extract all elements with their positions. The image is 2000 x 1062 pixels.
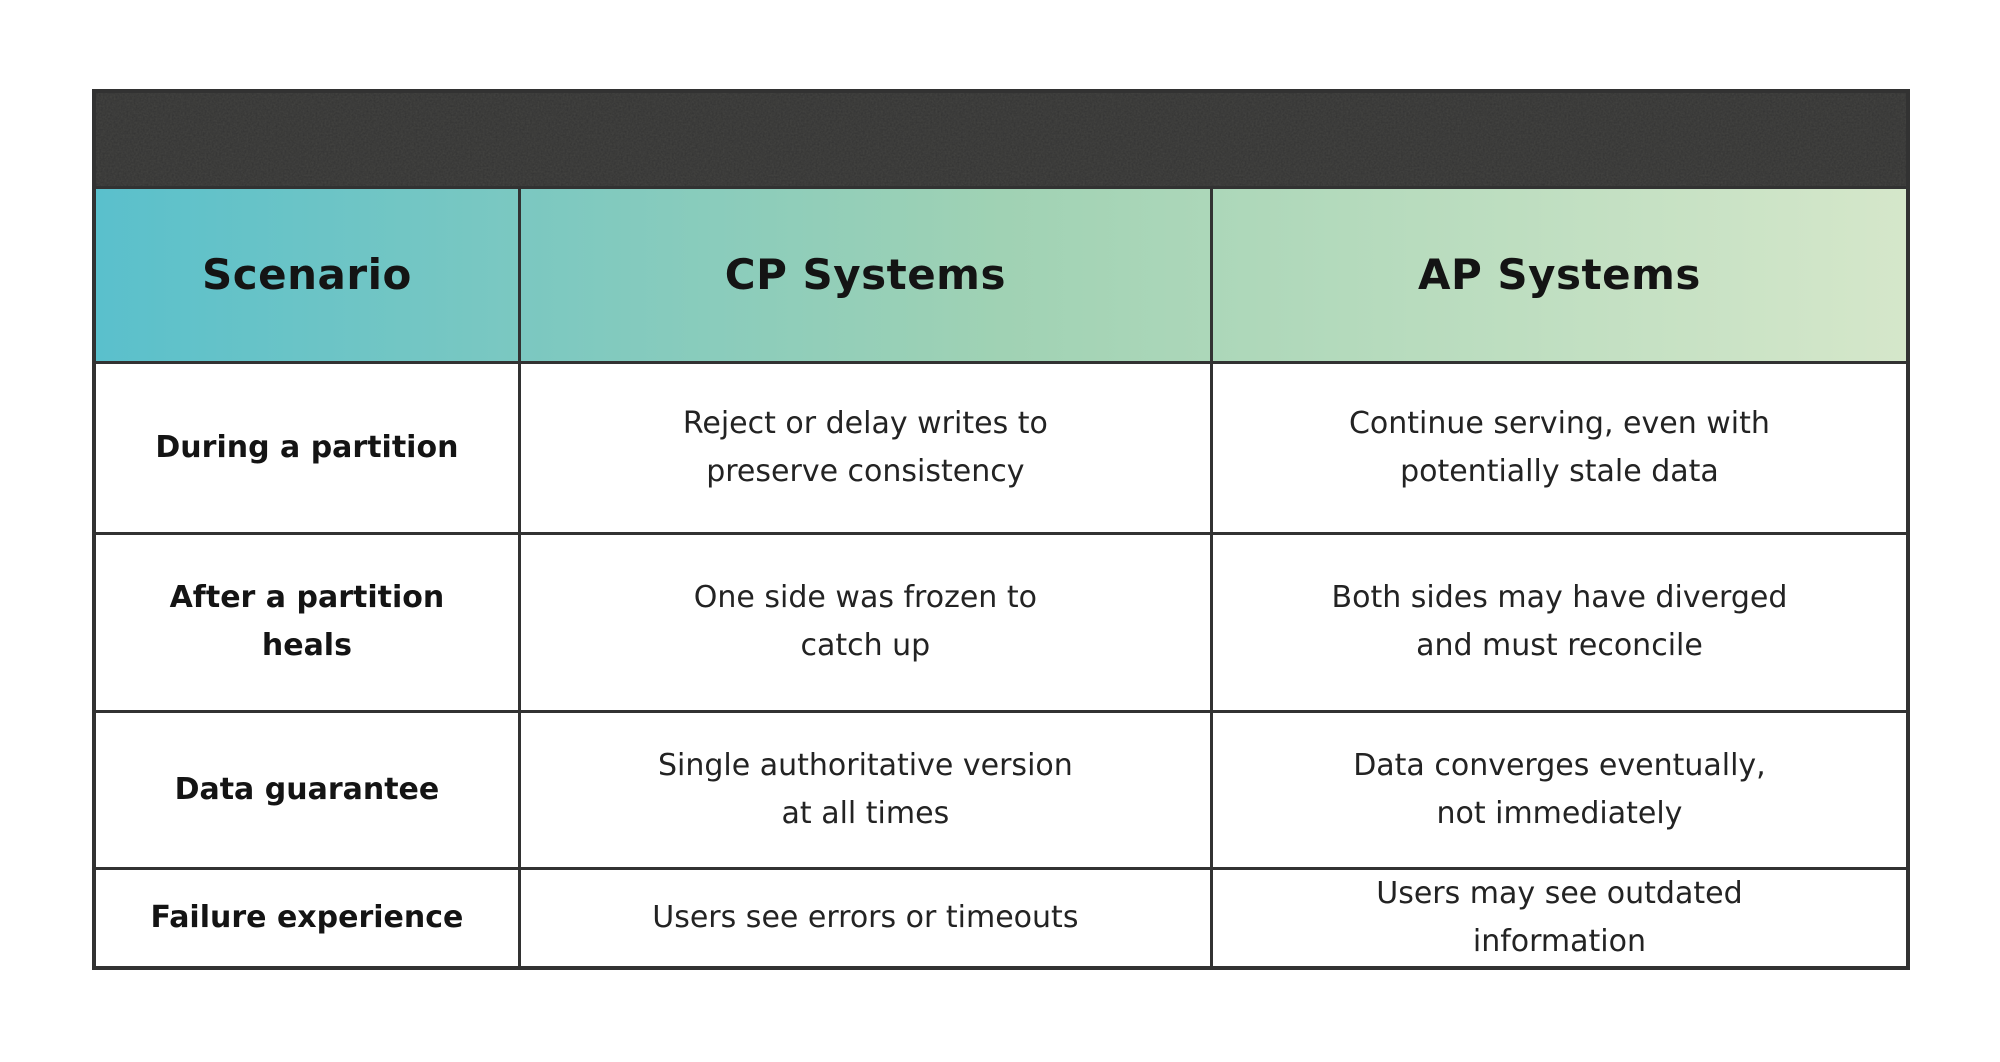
header-label-cp-systems: CP Systems <box>724 249 1006 299</box>
cell-text: Single authoritative version <box>657 747 1073 783</box>
cell-text: One side was frozen to <box>693 580 1037 616</box>
cell-text: Reject or delay writes to <box>682 405 1048 441</box>
row-label-after-a-partition-heals: After a partition heals <box>96 535 518 710</box>
cell-text: at all times <box>781 795 950 831</box>
cell-text: Users see errors or timeouts <box>652 900 1079 935</box>
cell-text: catch up <box>800 628 931 664</box>
row-label-text: During a partition <box>155 429 459 465</box>
cell-cp-during-a-partition: Reject or delay writes to preserve consi… <box>520 363 1210 533</box>
header-label-ap-systems: AP Systems <box>1418 249 1701 299</box>
cell-text: Both sides may have diverged <box>1331 580 1788 616</box>
header-label-scenario: Scenario <box>201 249 412 299</box>
cell-ap-data-guarantee: Data converges eventually, not immediate… <box>1212 712 1906 867</box>
row-label-data-guarantee: Data guarantee <box>96 712 518 867</box>
cell-text: Data converges eventually, <box>1353 747 1766 783</box>
row-label-text: After a partition <box>169 580 445 616</box>
cell-text: information <box>1472 924 1647 959</box>
row-label-text: heals <box>261 628 352 664</box>
row-label-text: Data guarantee <box>174 771 440 807</box>
row-label-failure-experience: Failure experience <box>96 870 518 966</box>
cell-text: potentially stale data <box>1400 453 1719 489</box>
cell-ap-during-a-partition: Continue serving, even with potentially … <box>1212 363 1906 533</box>
header-cell-cp-systems: CP Systems <box>520 188 1210 361</box>
cap-comparison-table: Scenario CP Systems AP Systems During a … <box>92 89 1910 970</box>
cell-ap-failure-experience: Users may see outdated information <box>1212 870 1906 966</box>
cell-ap-after-a-partition-heals: Both sides may have diverged and must re… <box>1212 535 1906 710</box>
cell-cp-failure-experience: Users see errors or timeouts <box>520 870 1210 966</box>
cell-text: preserve consistency <box>706 453 1025 489</box>
cell-cp-data-guarantee: Single authoritative version at all time… <box>520 712 1210 867</box>
row-label-text: Failure experience <box>150 900 464 935</box>
header-cell-scenario: Scenario <box>96 188 518 361</box>
header-cell-ap-systems: AP Systems <box>1212 188 1906 361</box>
row-label-during-a-partition: During a partition <box>96 363 518 533</box>
grain-texture <box>96 93 1906 186</box>
cell-text: Users may see outdated <box>1376 876 1743 911</box>
cell-cp-after-a-partition-heals: One side was frozen to catch up <box>520 535 1210 710</box>
cell-text: not immediately <box>1436 795 1683 831</box>
cell-text: and must reconcile <box>1416 628 1703 664</box>
cell-text: Continue serving, even with <box>1348 405 1770 441</box>
